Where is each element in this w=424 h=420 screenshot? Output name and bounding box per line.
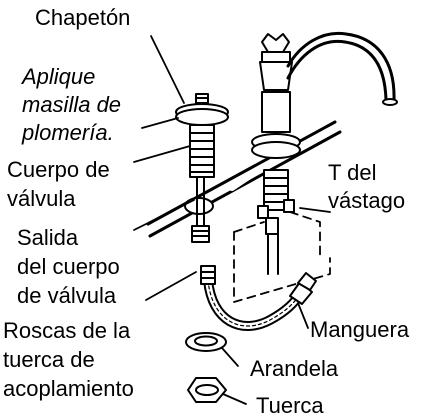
washer-drawing	[185, 332, 227, 352]
label-aplique-line3: plomería.	[22, 120, 114, 145]
label-cuerpo-line2: válvula	[7, 186, 76, 211]
label-salida-line3: de válvula	[17, 283, 117, 308]
label-tuerca: Tuerca	[256, 393, 324, 418]
label-aplique-line2: masilla de	[22, 92, 122, 117]
label-t-line2: vástago	[328, 188, 406, 213]
hose-drawing	[200, 265, 317, 331]
t-outline-dashed	[233, 211, 331, 303]
label-cuerpo-line1: Cuerpo de	[7, 157, 110, 182]
faucet-spout-drawing	[251, 31, 398, 275]
label-aplique-line1: Aplique	[22, 64, 96, 89]
label-salida-line2: del cuerpo	[17, 254, 120, 279]
label-chapeton: Chapetón	[35, 5, 131, 30]
label-roscas-line1: Roscas de la	[3, 318, 131, 343]
label-arandela: Arandela	[250, 356, 339, 381]
label-roscas-line2: tuerca de	[3, 347, 95, 372]
label-salida-line1: Salida	[17, 225, 79, 250]
label-t-line1: T del	[328, 160, 377, 185]
leader-lines	[133, 35, 331, 405]
valve-body-drawing	[175, 93, 229, 243]
label-manguera: Manguera	[310, 317, 410, 342]
label-roscas-line3: acoplamiento	[3, 376, 134, 401]
nut-drawing	[187, 377, 227, 403]
